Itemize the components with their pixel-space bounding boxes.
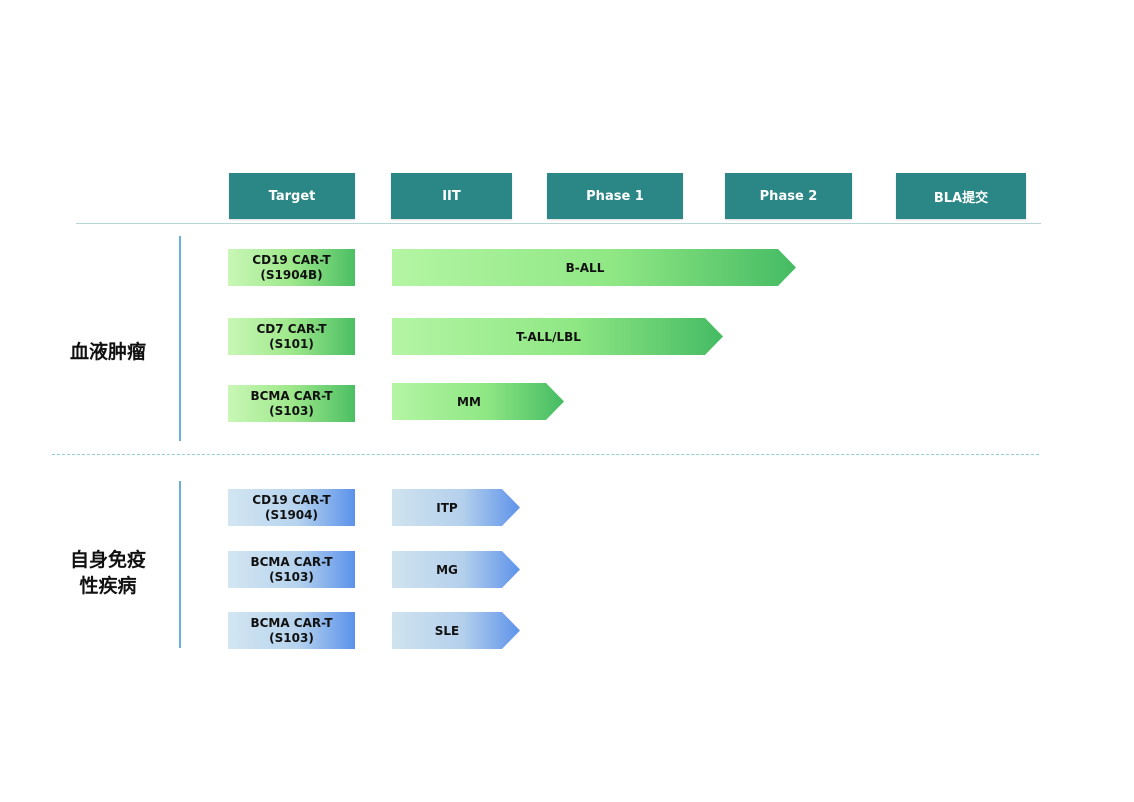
target-code: (S103): [269, 630, 314, 645]
target-code: (S1904B): [260, 267, 323, 282]
indication-label: SLE: [434, 623, 460, 638]
progress-arrow-mg: MG: [392, 551, 520, 588]
indication-label: MM: [457, 394, 481, 409]
target-name: BCMA CAR-T: [250, 554, 333, 569]
indication-label: MG: [436, 562, 458, 577]
column-header-phase-2: Phase 2: [725, 173, 852, 219]
target-name: CD7 CAR-T: [256, 321, 327, 336]
indication-label: B-ALL: [565, 260, 605, 275]
target-bcma-s103-mg: BCMA CAR-T (S103): [228, 551, 355, 588]
indication-label: ITP: [436, 500, 458, 515]
target-name: CD19 CAR-T: [252, 492, 331, 507]
target-code: (S103): [269, 403, 314, 418]
target-name: BCMA CAR-T: [250, 615, 333, 630]
column-header-phase-1: Phase 1: [547, 173, 683, 219]
target-name: CD19 CAR-T: [252, 252, 331, 267]
column-header-iit: IIT: [391, 173, 512, 219]
progress-arrow-itp: ITP: [392, 489, 520, 526]
target-code: (S103): [269, 569, 314, 584]
target-cd19-s1904b: CD19 CAR-T (S1904B): [228, 249, 355, 286]
progress-arrow-b-all: B-ALL: [392, 249, 796, 286]
group-autoimmune-bracket: [179, 481, 181, 648]
target-name: BCMA CAR-T: [250, 388, 333, 403]
column-header-target: Target: [229, 173, 355, 219]
indication-label: T-ALL/LBL: [516, 329, 581, 344]
group-label-autoimmune: 自身免疫 性疾病: [56, 547, 160, 599]
group-label-line: 性疾病: [79, 575, 137, 597]
target-cd7-s101: CD7 CAR-T (S101): [228, 318, 355, 355]
group-label-line: 自身免疫: [69, 549, 146, 571]
target-code: (S1904): [264, 507, 318, 522]
group-hematologic-bracket: [179, 236, 181, 441]
header-divider: [76, 223, 1041, 224]
progress-arrow-mm: MM: [392, 383, 564, 420]
target-code: (S101): [269, 336, 314, 351]
progress-arrow-t-all-lbl: T-ALL/LBL: [392, 318, 723, 355]
group-divider: [52, 454, 1039, 455]
progress-arrow-sle: SLE: [392, 612, 520, 649]
column-header-bla: BLA提交: [896, 173, 1026, 219]
target-bcma-s103: BCMA CAR-T (S103): [228, 385, 355, 422]
target-bcma-s103-sle: BCMA CAR-T (S103): [228, 612, 355, 649]
group-label-hematologic: 血液肿瘤: [69, 341, 146, 363]
target-cd19-s1904: CD19 CAR-T (S1904): [228, 489, 355, 526]
